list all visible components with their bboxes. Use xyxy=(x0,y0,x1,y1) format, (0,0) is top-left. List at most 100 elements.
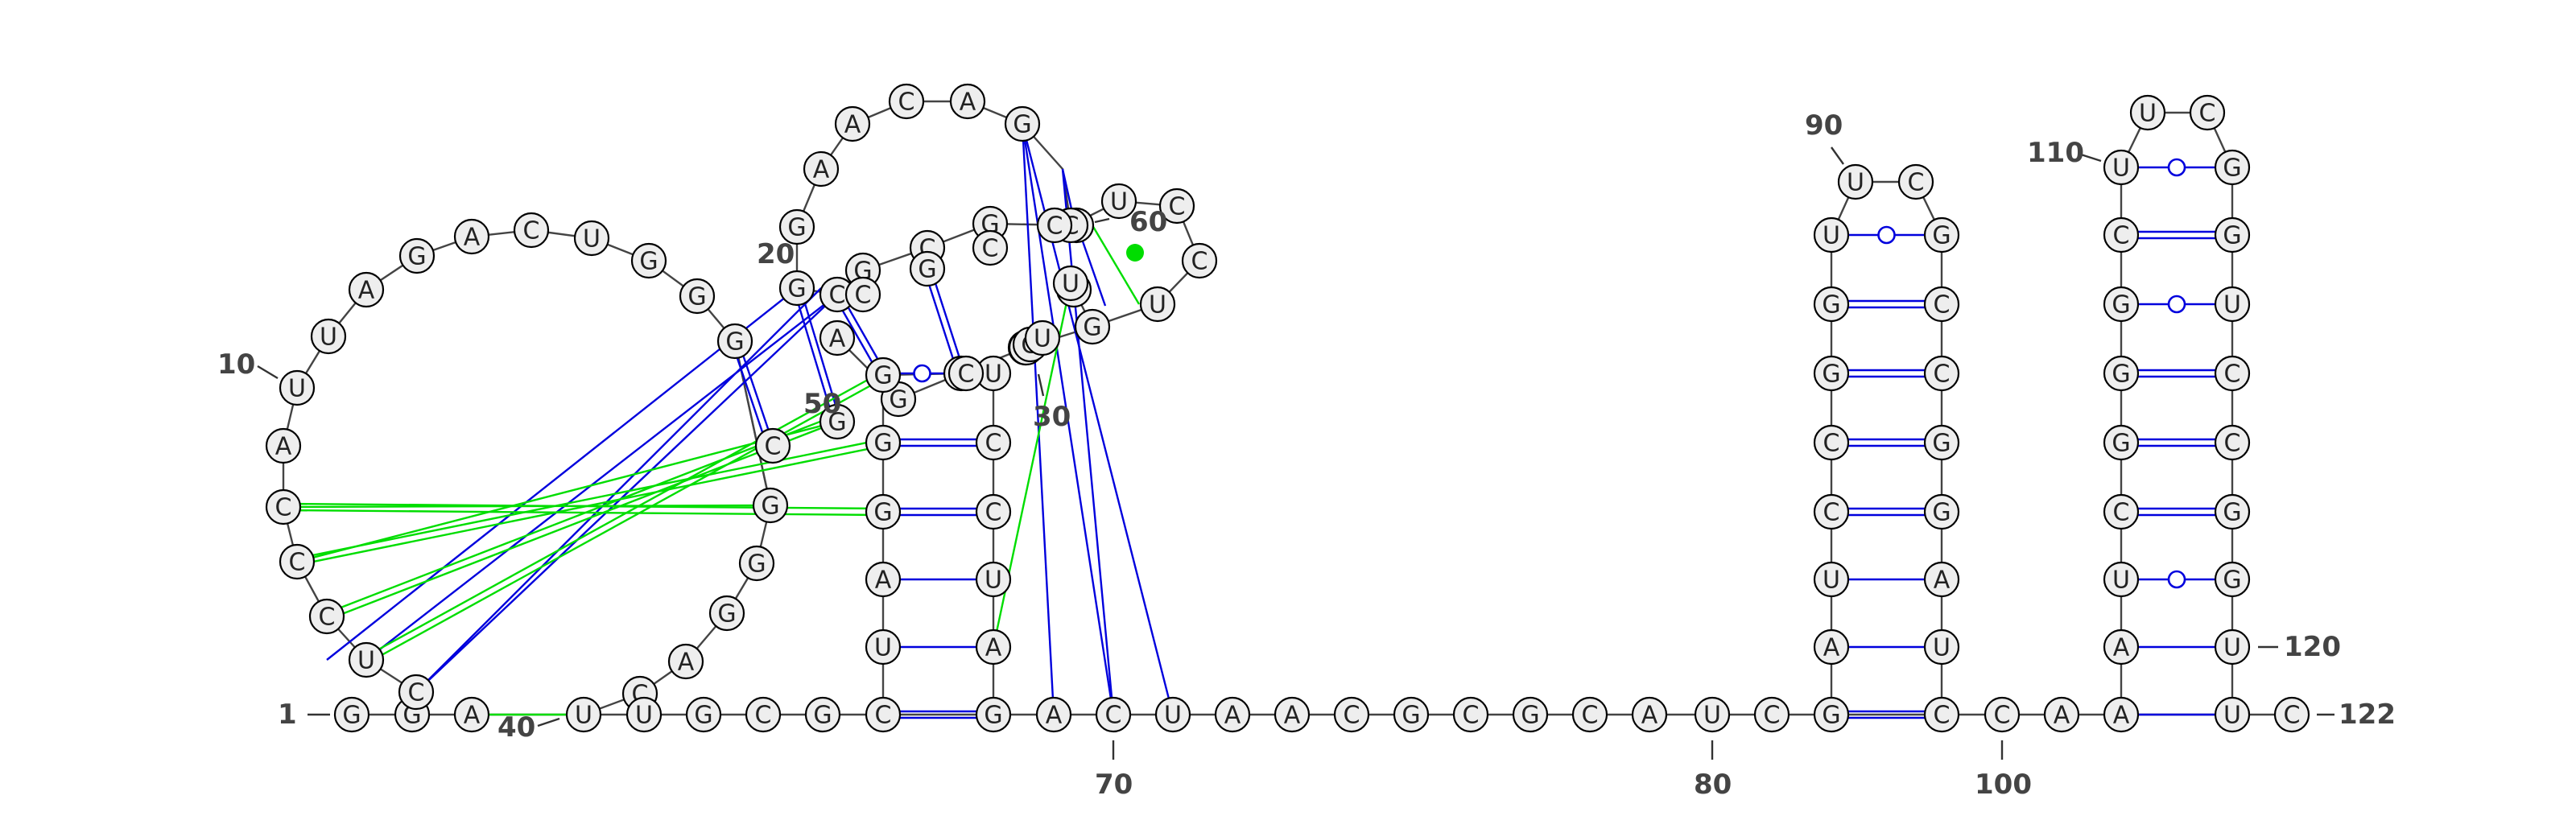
nucleotide-letter: A xyxy=(1934,567,1951,595)
nucleotide-circle xyxy=(2103,424,2140,461)
nucleotide-circle xyxy=(1074,308,1111,345)
label-122: 122 xyxy=(2339,699,2396,731)
nucleotide-114: C xyxy=(2189,94,2226,131)
nucleotide-80: C xyxy=(1571,696,1608,733)
nucleotide-circle xyxy=(1813,696,1850,733)
nucleotide-circle xyxy=(513,212,550,249)
pair-h110-7-wobble-marker xyxy=(2167,295,2186,314)
nucleotide-20: G xyxy=(778,270,815,307)
nucleotide-78: C xyxy=(1452,696,1489,733)
nucleotide-circle xyxy=(844,276,881,313)
nucleotide-circle xyxy=(333,696,370,733)
nucleotide-70: G xyxy=(975,696,1012,733)
nucleotide-circle xyxy=(2214,628,2251,666)
nucleotide-letter: C xyxy=(1764,702,1781,730)
nucleotide-letter: C xyxy=(1169,193,1186,221)
label-120: 120 xyxy=(2284,631,2341,663)
nucleotide-letter: U xyxy=(635,702,653,730)
nucleotide-letter: U xyxy=(2223,634,2241,662)
nucleotide-99: A xyxy=(1923,561,1960,598)
nucleotide-circle xyxy=(2103,149,2140,186)
nucleotide-101: C xyxy=(1923,696,1960,733)
nucleotide-circle xyxy=(1813,355,1850,392)
nucleotide-circle xyxy=(2103,216,2140,253)
nucleotide-115: G xyxy=(2214,149,2251,186)
nucleotide-circle xyxy=(819,319,856,356)
nucleotide-letter: G xyxy=(918,256,936,284)
nucleotide-circle xyxy=(2103,286,2140,323)
nucleotide-64: G xyxy=(909,250,946,287)
nucleotide-circle xyxy=(778,270,815,307)
nucleotide-circle xyxy=(2043,696,2080,733)
nucleotide-11: U xyxy=(310,318,347,355)
nucleotide-3: A xyxy=(453,696,490,733)
nucleotide-circle xyxy=(308,598,345,635)
nucleotide-letter: U xyxy=(1110,188,1128,216)
nucleotide-circle xyxy=(2214,493,2251,530)
nucleotide-circle xyxy=(1571,696,1608,733)
nucleotide-letter: C xyxy=(1046,212,1063,241)
nucleotide-letter: C xyxy=(765,433,782,461)
nucleotide-57: G xyxy=(1004,105,1041,142)
nucleotide-104: A xyxy=(2103,696,2140,733)
nucleotide-circle xyxy=(2214,424,2251,461)
nucleotide-letter: G xyxy=(787,214,806,242)
nucleotide-letter: C xyxy=(958,361,975,389)
nucleotide-circle xyxy=(1923,216,1960,253)
nucleotide-8: C xyxy=(265,488,302,525)
nucleotide-circle xyxy=(754,427,791,464)
nucleotide-circle xyxy=(2103,628,2140,666)
nucleotide-letter: G xyxy=(2223,499,2241,527)
nucleotide-circle xyxy=(975,424,1012,461)
tick-40 xyxy=(537,717,560,727)
nucleotide-letter: A xyxy=(2054,702,2070,730)
nucleotide-7: C xyxy=(279,543,316,580)
label-10: 10 xyxy=(217,348,255,381)
nucleotide-letter: U xyxy=(985,361,1002,389)
nucleotide-letter: U xyxy=(2223,291,2241,319)
nucleotide-circle xyxy=(2214,286,2251,323)
pair-h90-8-wobble-marker xyxy=(1877,225,1896,245)
nucleotide-circle xyxy=(975,561,1012,598)
nucleotide-letter: G xyxy=(873,362,892,390)
nucleotide-circle xyxy=(1923,355,1960,392)
nucleotide-circle xyxy=(1452,696,1489,733)
nucleotide-circle xyxy=(865,628,902,666)
nucleotide-letter: G xyxy=(725,328,744,356)
nucleotide-circle xyxy=(1923,286,1960,323)
nucleotide-letter: C xyxy=(898,89,915,117)
nucleotide-79: G xyxy=(1512,696,1549,733)
pair-noncanonical-4-strand-1 xyxy=(364,371,882,658)
nucleotide-letter: U xyxy=(1062,270,1080,299)
nucleotide-circle xyxy=(1813,286,1850,323)
nucleotide-circle xyxy=(888,83,925,120)
nucleotide-circle xyxy=(1923,696,1960,733)
nucleotide-circle xyxy=(804,696,841,733)
nucleotide-107: C xyxy=(2103,493,2140,530)
base-pairs xyxy=(283,123,2232,719)
nucleotide-letter: G xyxy=(1521,702,1539,730)
nucleotide-111: C xyxy=(2103,216,2140,253)
nucleotide-letter: G xyxy=(694,702,712,730)
nucleotide-circle xyxy=(1631,696,1668,733)
nucleotide-circle xyxy=(865,561,902,598)
nucleotide-letter: C xyxy=(1934,291,1951,319)
nucleotide-circle xyxy=(752,487,789,524)
nucleotide-65: C xyxy=(972,229,1009,266)
nucleotide-4: C xyxy=(398,674,435,711)
nucleotide-letter: C xyxy=(982,235,999,263)
nucleotide-letter: C xyxy=(1191,248,1208,276)
nucleotide-6: C xyxy=(308,598,345,635)
nucleotide-circle xyxy=(1052,265,1089,302)
nucleotide-letter: G xyxy=(761,492,779,521)
nucleotide-letter: C xyxy=(829,282,846,310)
nucleotide-93: C xyxy=(1897,163,1934,200)
nucleotide-circle xyxy=(2214,216,2251,253)
nucleotide-59: C xyxy=(888,83,925,120)
label-110: 110 xyxy=(2027,137,2084,169)
nucleotide-81: A xyxy=(1631,696,1668,733)
nucleotide-128: C xyxy=(947,355,985,392)
label-50: 50 xyxy=(803,388,841,420)
nucleotide-circle xyxy=(1036,207,1073,244)
nucleotide-97: G xyxy=(1923,424,1960,461)
